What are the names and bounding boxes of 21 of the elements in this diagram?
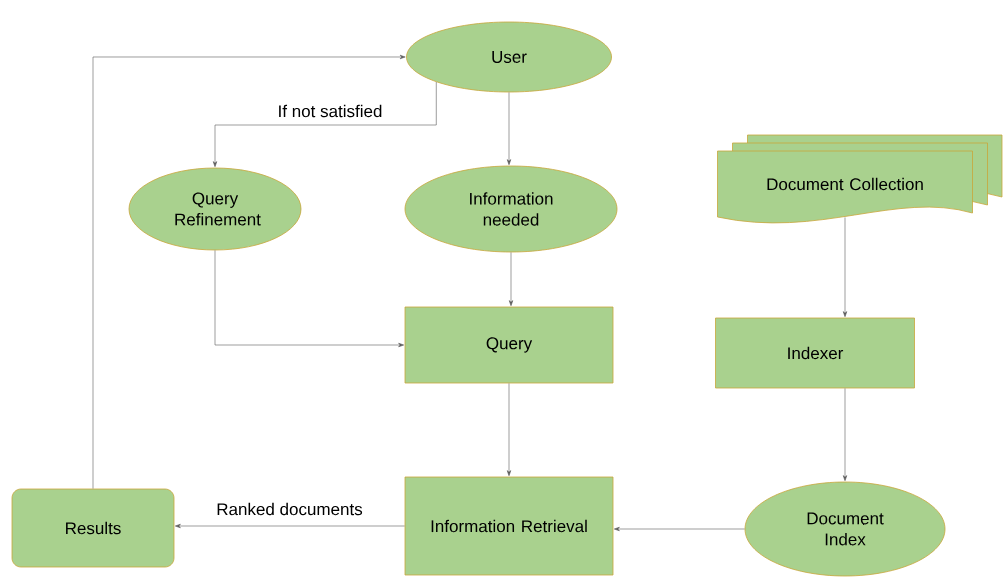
process-box: Query (404, 306, 614, 384)
ellipse-node: Query Refinement (128, 167, 302, 251)
arrow (508, 252, 514, 306)
process-box: Indexer (715, 317, 915, 389)
edge-label: If not satisfied (276, 103, 384, 119)
arrow (92, 54, 406, 489)
arrow (842, 217, 848, 317)
arrow (614, 526, 745, 532)
arrow (175, 523, 405, 529)
process-box: Information Retrieval (404, 476, 614, 576)
rounded-box: Results (11, 488, 175, 568)
arrow (214, 250, 404, 348)
document-stack: Document Collection (717, 134, 1003, 224)
arrow (212, 81, 437, 167)
arrow (842, 388, 848, 481)
ellipse-node: Information needed (404, 165, 618, 253)
arrow (506, 383, 512, 477)
ellipse-node: Document Index (744, 481, 946, 577)
arrow (506, 92, 512, 165)
ellipse-node: User (406, 21, 612, 93)
edge-label: Ranked documents (215, 501, 364, 517)
